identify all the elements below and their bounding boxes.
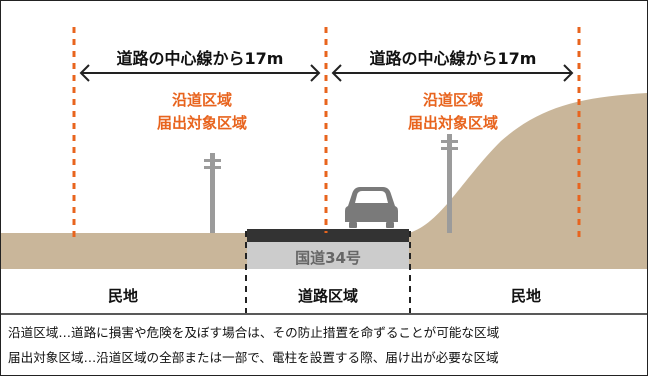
ground <box>1 233 247 269</box>
distance-arrow-left <box>79 64 321 82</box>
zone-label-left-line1: 沿道区域 <box>172 91 232 109</box>
road-name: 国道34号 <box>295 249 361 267</box>
note-line-1: 沿道区域…道路に損害や危険を及ぼす場合は、その防止措置を命ずることが可能な区域 <box>8 325 500 340</box>
area-label-left: 民地 <box>108 287 138 305</box>
area-label-right: 民地 <box>511 287 541 305</box>
road-surface <box>247 229 409 242</box>
utility-pole-icon <box>441 134 458 233</box>
zone-label-right-line2: 届出対象区域 <box>408 114 498 132</box>
road-area-band <box>247 241 409 269</box>
distance-label-right: 道路の中心線から17m <box>370 49 537 68</box>
car-icon <box>345 187 398 228</box>
utility-pole-icon <box>204 153 221 233</box>
distance-label-left: 道路の中心線から17m <box>117 49 284 68</box>
zone-label-left-line2: 届出対象区域 <box>157 114 247 132</box>
area-label-center: 道路区域 <box>298 287 358 305</box>
distance-arrow-right <box>331 64 574 82</box>
zone-label-right-line1: 沿道区域 <box>423 91 483 109</box>
note-line-2: 届出対象区域…沿道区域の全部または一部で、電柱を設置する際、届け出が必要な区域 <box>8 350 499 365</box>
hill <box>409 93 647 269</box>
